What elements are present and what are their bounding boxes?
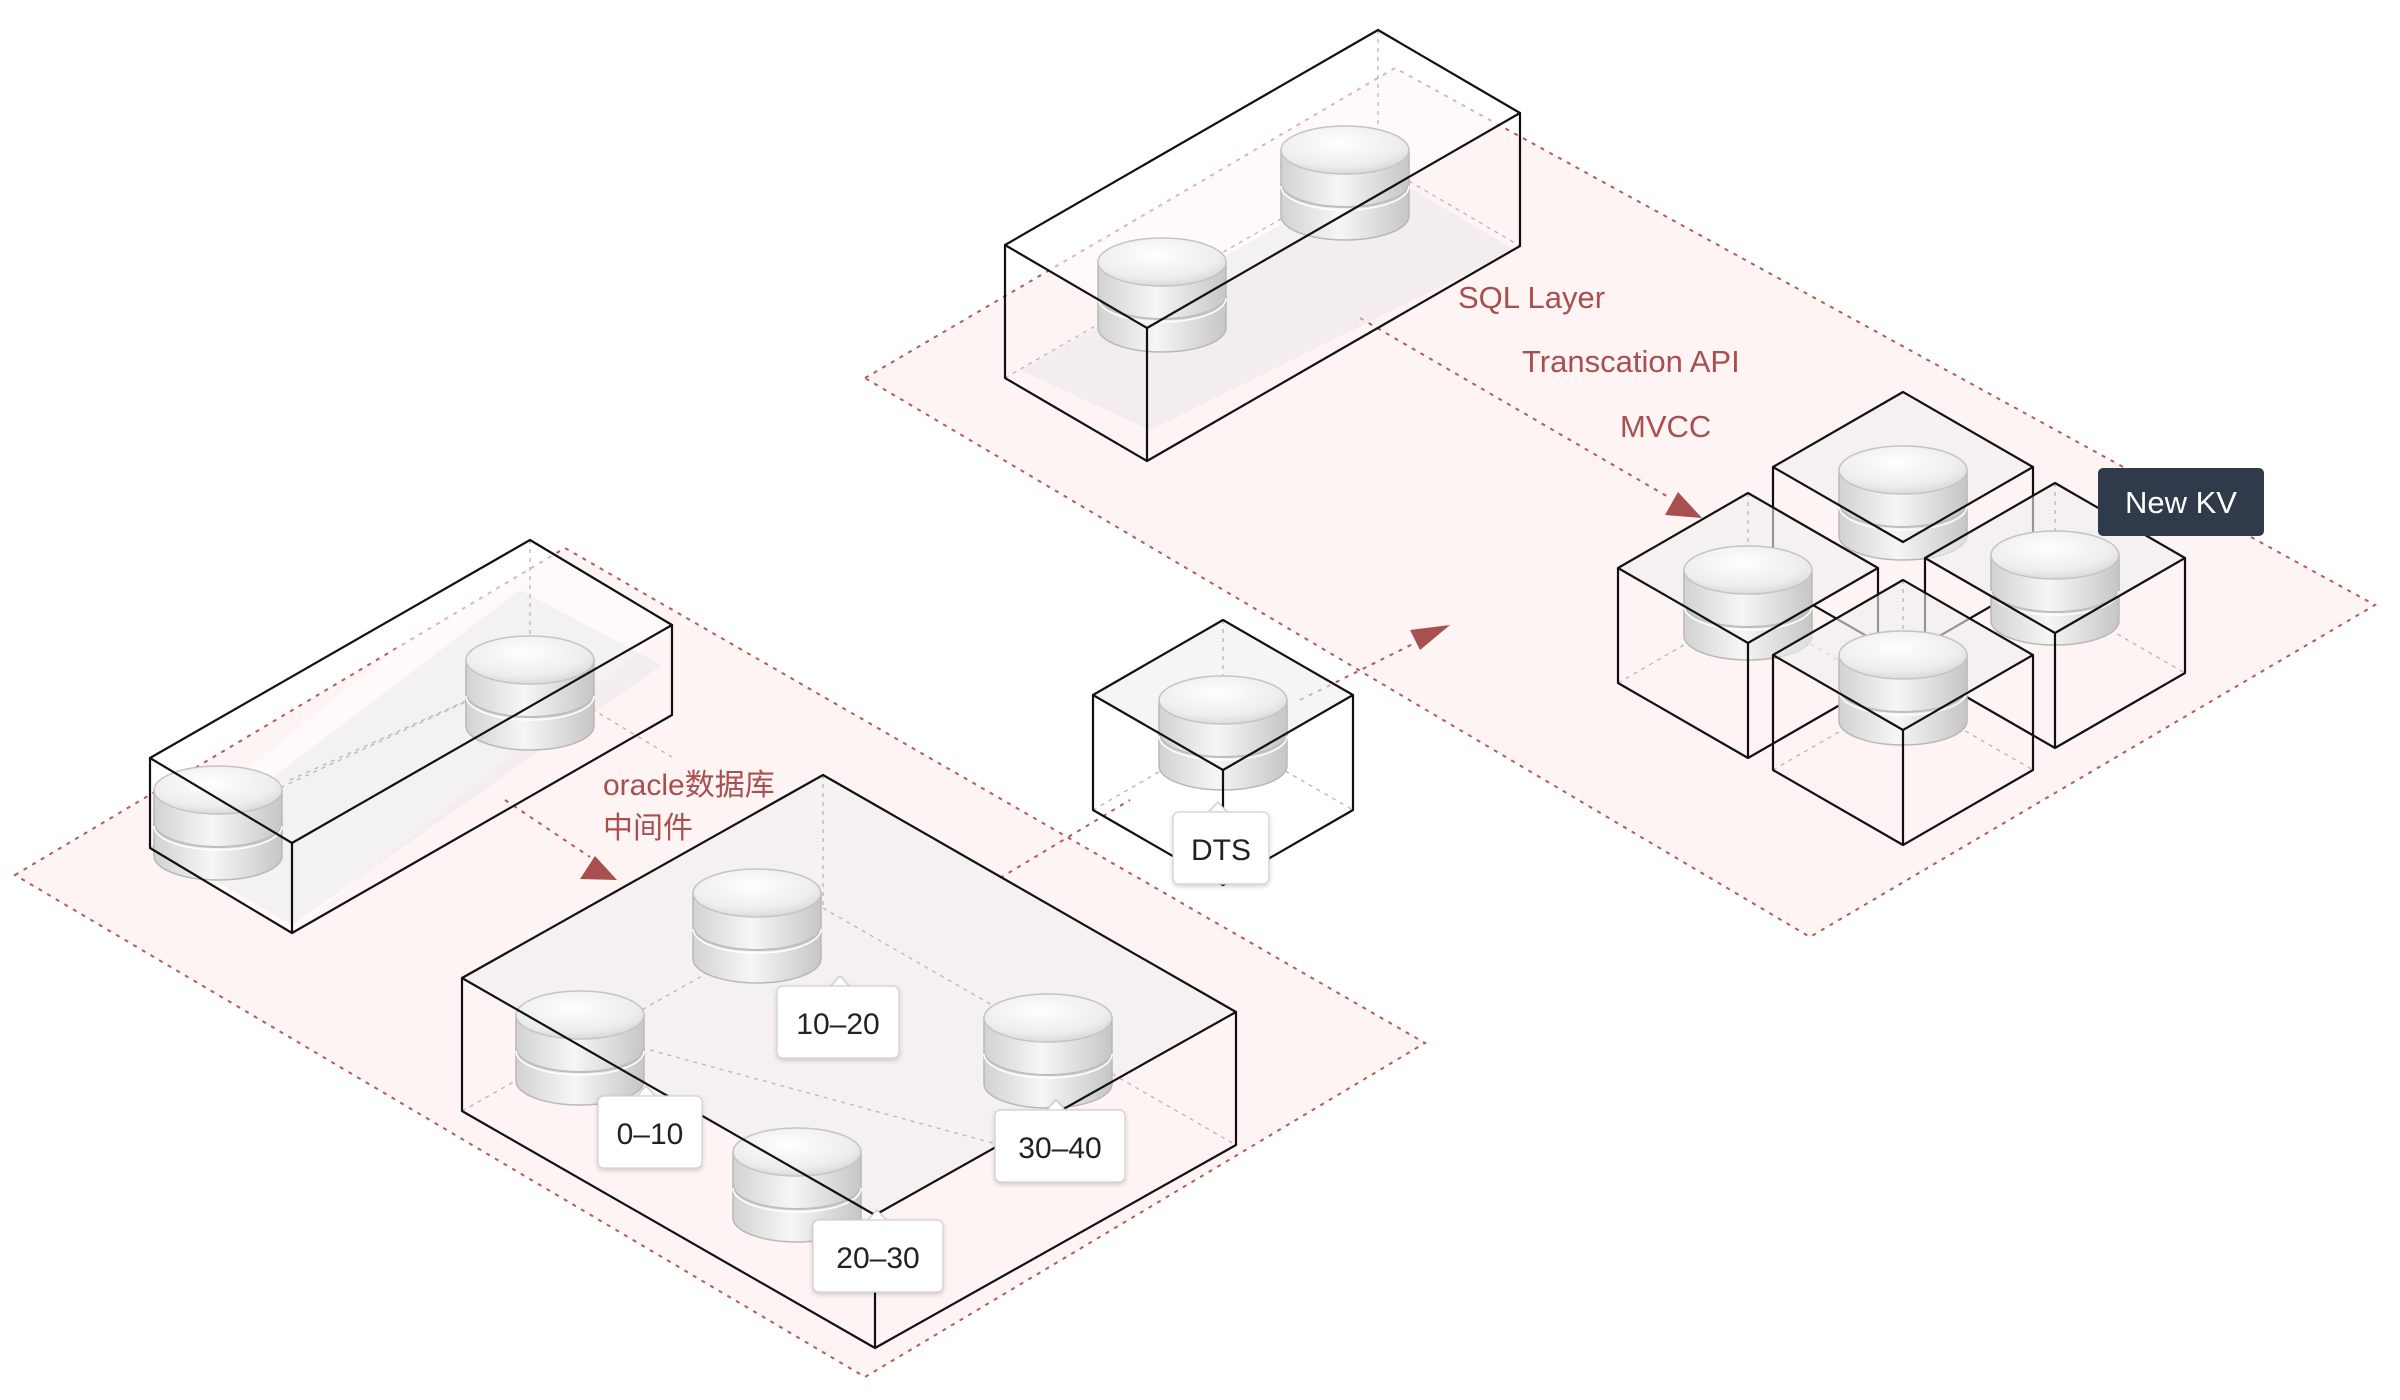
middleware-label-line2: 中间件 bbox=[603, 812, 693, 845]
layer-stack-labels: SQL Layer Transcation API MVCC bbox=[1458, 280, 1740, 444]
kv-node-front bbox=[1771, 578, 2035, 847]
range-badge-20-30: 20–30 bbox=[812, 1209, 944, 1293]
range-badge-0-10: 0–10 bbox=[597, 1085, 703, 1169]
dts-text: DTS bbox=[1191, 834, 1251, 867]
mvcc-label: MVCC bbox=[1620, 409, 1711, 444]
oracle-db-box bbox=[148, 538, 674, 935]
range-badge-10-20: 10–20 bbox=[776, 975, 900, 1059]
new-kv-text: New KV bbox=[2125, 485, 2237, 520]
middleware-label-line1: oracle数据库 bbox=[603, 769, 775, 802]
middleware-to-shards-arrow bbox=[504, 799, 617, 880]
transaction-api-label: Transcation API bbox=[1522, 344, 1740, 379]
range-badge-30-40: 30–40 bbox=[994, 1099, 1126, 1183]
range-text-30-40: 30–40 bbox=[1018, 1132, 1101, 1165]
new-kv-badge: New KV bbox=[2098, 468, 2264, 536]
dts-box bbox=[1091, 618, 1355, 887]
range-text-20-30: 20–30 bbox=[836, 1242, 919, 1275]
range-text-10-20: 10–20 bbox=[796, 1008, 879, 1041]
sql-layer-label: SQL Layer bbox=[1458, 280, 1605, 315]
sql-layer-box bbox=[1003, 28, 1522, 463]
sql-to-kv-arrow bbox=[1359, 317, 1702, 518]
range-text-0-10: 0–10 bbox=[617, 1118, 684, 1151]
middleware-label: oracle数据库 中间件 bbox=[603, 769, 775, 845]
dts-badge: DTS bbox=[1172, 801, 1270, 885]
